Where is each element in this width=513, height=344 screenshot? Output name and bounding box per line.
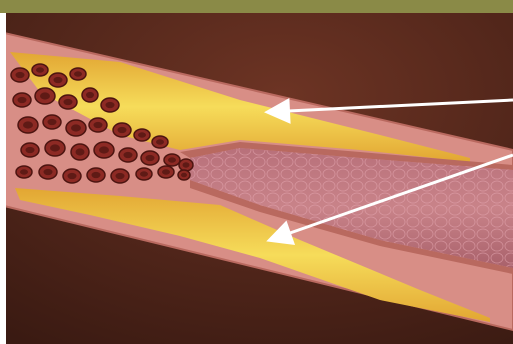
blood-cell-center — [54, 77, 63, 83]
blood-cell-center — [94, 122, 103, 128]
blood-cell-center — [44, 169, 53, 175]
blood-cell-center — [20, 169, 28, 174]
blood-cell-center — [23, 121, 33, 128]
blood-cell-center — [16, 72, 25, 78]
blood-cell-center — [74, 71, 82, 76]
blood-cell-center — [40, 92, 50, 99]
blood-cell-center — [140, 171, 148, 176]
blood-cell-center — [168, 157, 176, 162]
blood-cell-center — [68, 173, 77, 179]
blood-cell-center — [26, 147, 35, 153]
blood-cell-center — [99, 146, 109, 153]
blood-cell-center — [36, 67, 44, 72]
blood-cell-center — [183, 162, 190, 167]
blood-cell-center — [156, 139, 164, 144]
blood-cell-center — [18, 97, 27, 103]
blood-cell-center — [50, 144, 60, 151]
blood-cell-center — [92, 172, 101, 178]
blood-cell-center — [181, 173, 187, 178]
blood-cell-center — [146, 155, 155, 161]
blood-cell-center — [76, 148, 85, 155]
blood-cell-center — [86, 92, 94, 98]
blood-cell-center — [138, 132, 146, 137]
blood-cell-center — [106, 102, 115, 108]
blood-cell-center — [71, 124, 81, 131]
blood-cell-center — [48, 119, 57, 125]
blood-cell-center — [162, 169, 170, 174]
blood-cell-center — [124, 152, 133, 158]
blood-cell-center — [118, 127, 127, 133]
blood-cell-center — [116, 173, 125, 179]
blood-cell-center — [64, 99, 73, 105]
